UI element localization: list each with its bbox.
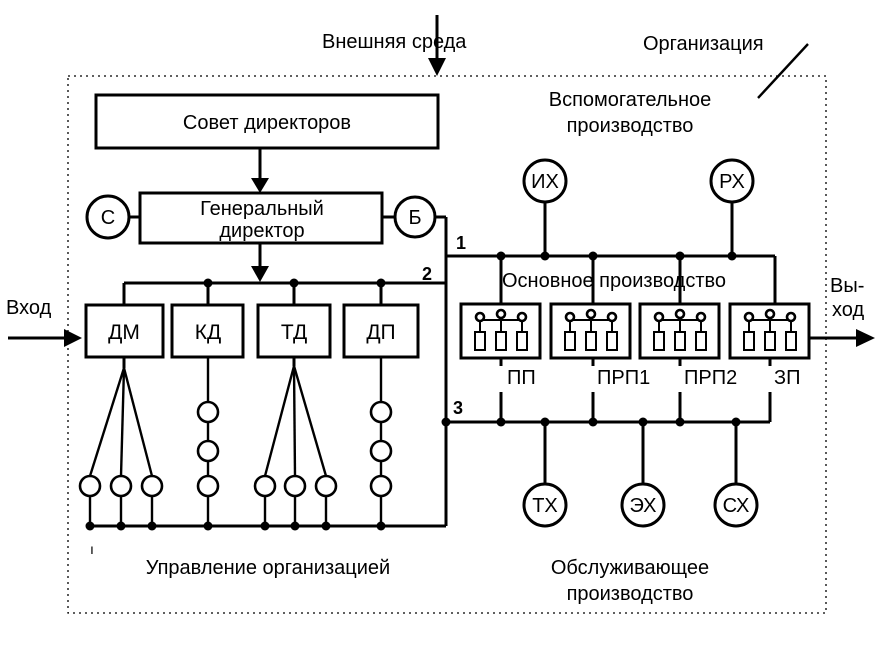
input-label: Вход bbox=[6, 297, 52, 319]
td-fan-3 bbox=[292, 365, 328, 477]
junction bbox=[496, 417, 506, 427]
dm-unit-1 bbox=[78, 474, 102, 498]
service-tkh-label: ТХ bbox=[532, 495, 558, 517]
junction bbox=[588, 417, 598, 427]
service-skh-circle bbox=[713, 482, 759, 528]
shop-zp bbox=[728, 302, 811, 360]
service-tkh-circle bbox=[522, 482, 568, 528]
kd-unit-3 bbox=[196, 474, 220, 498]
junction bbox=[85, 521, 95, 531]
output-arrowhead bbox=[856, 329, 875, 347]
gm-box bbox=[138, 191, 384, 245]
td-fan-2 bbox=[292, 365, 297, 477]
service-subtitle: производство bbox=[567, 583, 694, 605]
dp-unit-1 bbox=[369, 400, 393, 424]
junction bbox=[203, 278, 213, 288]
junction bbox=[441, 417, 451, 427]
junction bbox=[675, 417, 685, 427]
department-kd-box bbox=[170, 303, 245, 359]
shop-zp-label: ЗП bbox=[774, 367, 800, 389]
aux-ikh-label: ИХ bbox=[531, 171, 559, 193]
dp-unit-3 bbox=[369, 474, 393, 498]
output-label-1: Вы- bbox=[830, 275, 864, 297]
board-label: Совет директоров bbox=[183, 112, 351, 134]
gm-label-2: директор bbox=[219, 220, 304, 242]
shop-pp-label: ПП bbox=[507, 367, 536, 389]
department-dm-box bbox=[84, 303, 165, 359]
junction bbox=[290, 521, 300, 531]
department-dp-box bbox=[342, 303, 420, 359]
c-circle bbox=[85, 194, 131, 240]
dm-unit-2 bbox=[109, 474, 133, 498]
board-to-gm-arrowhead bbox=[251, 178, 269, 193]
junction bbox=[289, 278, 299, 288]
shop-prp2 bbox=[638, 302, 721, 360]
gm-label-1: Генеральный bbox=[200, 198, 324, 220]
junction bbox=[540, 251, 550, 261]
service-title: Обслуживающее bbox=[551, 557, 709, 579]
main-production-label: Основное производство bbox=[502, 270, 726, 292]
td-unit-2 bbox=[283, 474, 307, 498]
tick-mark: ı bbox=[90, 541, 94, 557]
kd-unit-2 bbox=[196, 439, 220, 463]
auxiliary-title: Вспомогательное bbox=[549, 89, 711, 111]
department-dm-label: ДМ bbox=[108, 321, 140, 344]
c-label: С bbox=[101, 207, 115, 229]
junction bbox=[727, 251, 737, 261]
department-td-box bbox=[256, 303, 332, 359]
service-ekh-label: ЭХ bbox=[629, 495, 656, 517]
management-label: Управление организацией bbox=[146, 557, 390, 579]
shop-pp bbox=[459, 302, 542, 360]
junction bbox=[376, 278, 386, 288]
auxiliary-subtitle: производство bbox=[567, 115, 694, 137]
service-skh-label: СХ bbox=[723, 495, 750, 517]
gm-to-departments-arrowhead bbox=[251, 266, 269, 282]
department-td-label: ТД bbox=[281, 321, 307, 344]
junction bbox=[116, 521, 126, 531]
dm-fan-1 bbox=[88, 367, 126, 477]
shop-prp2-label: ПРП2 bbox=[684, 367, 737, 389]
dm-fan-2 bbox=[119, 367, 126, 477]
td-unit-3 bbox=[314, 474, 338, 498]
kd-unit-1 bbox=[196, 400, 220, 424]
junction bbox=[260, 521, 270, 531]
department-kd-label: КД bbox=[195, 321, 221, 344]
service-ekh-circle bbox=[620, 482, 666, 528]
shop-prp1-label: ПРП1 bbox=[597, 367, 650, 389]
environment-label-1: Внешняя среда bbox=[322, 31, 467, 53]
organization-label: Организация bbox=[643, 33, 764, 55]
shop-prp1 bbox=[549, 302, 632, 360]
dm-unit-3 bbox=[140, 474, 164, 498]
output-label-2: ход bbox=[832, 299, 864, 321]
aux-ikh-circle bbox=[522, 158, 568, 204]
junction bbox=[203, 521, 213, 531]
organization-boundary bbox=[67, 75, 827, 614]
junction bbox=[147, 521, 157, 531]
dp-unit-2 bbox=[369, 439, 393, 463]
b-label: Б bbox=[408, 207, 421, 229]
td-fan-1 bbox=[263, 365, 296, 477]
node-3-label: 3 bbox=[453, 398, 463, 418]
department-dp-label: ДП bbox=[366, 321, 395, 344]
environment-arrowhead bbox=[428, 58, 446, 76]
junction bbox=[376, 521, 386, 531]
aux-rkh-circle bbox=[709, 158, 755, 204]
node-1-label: 1 bbox=[456, 233, 466, 253]
node-2-label: 2 bbox=[422, 264, 432, 284]
dm-fan-3 bbox=[122, 367, 154, 477]
td-unit-1 bbox=[253, 474, 277, 498]
aux-rkh-label: РХ bbox=[719, 171, 745, 193]
junction bbox=[321, 521, 331, 531]
organization-pointer bbox=[757, 43, 809, 99]
input-arrowhead bbox=[64, 329, 82, 347]
board-box bbox=[94, 93, 440, 150]
